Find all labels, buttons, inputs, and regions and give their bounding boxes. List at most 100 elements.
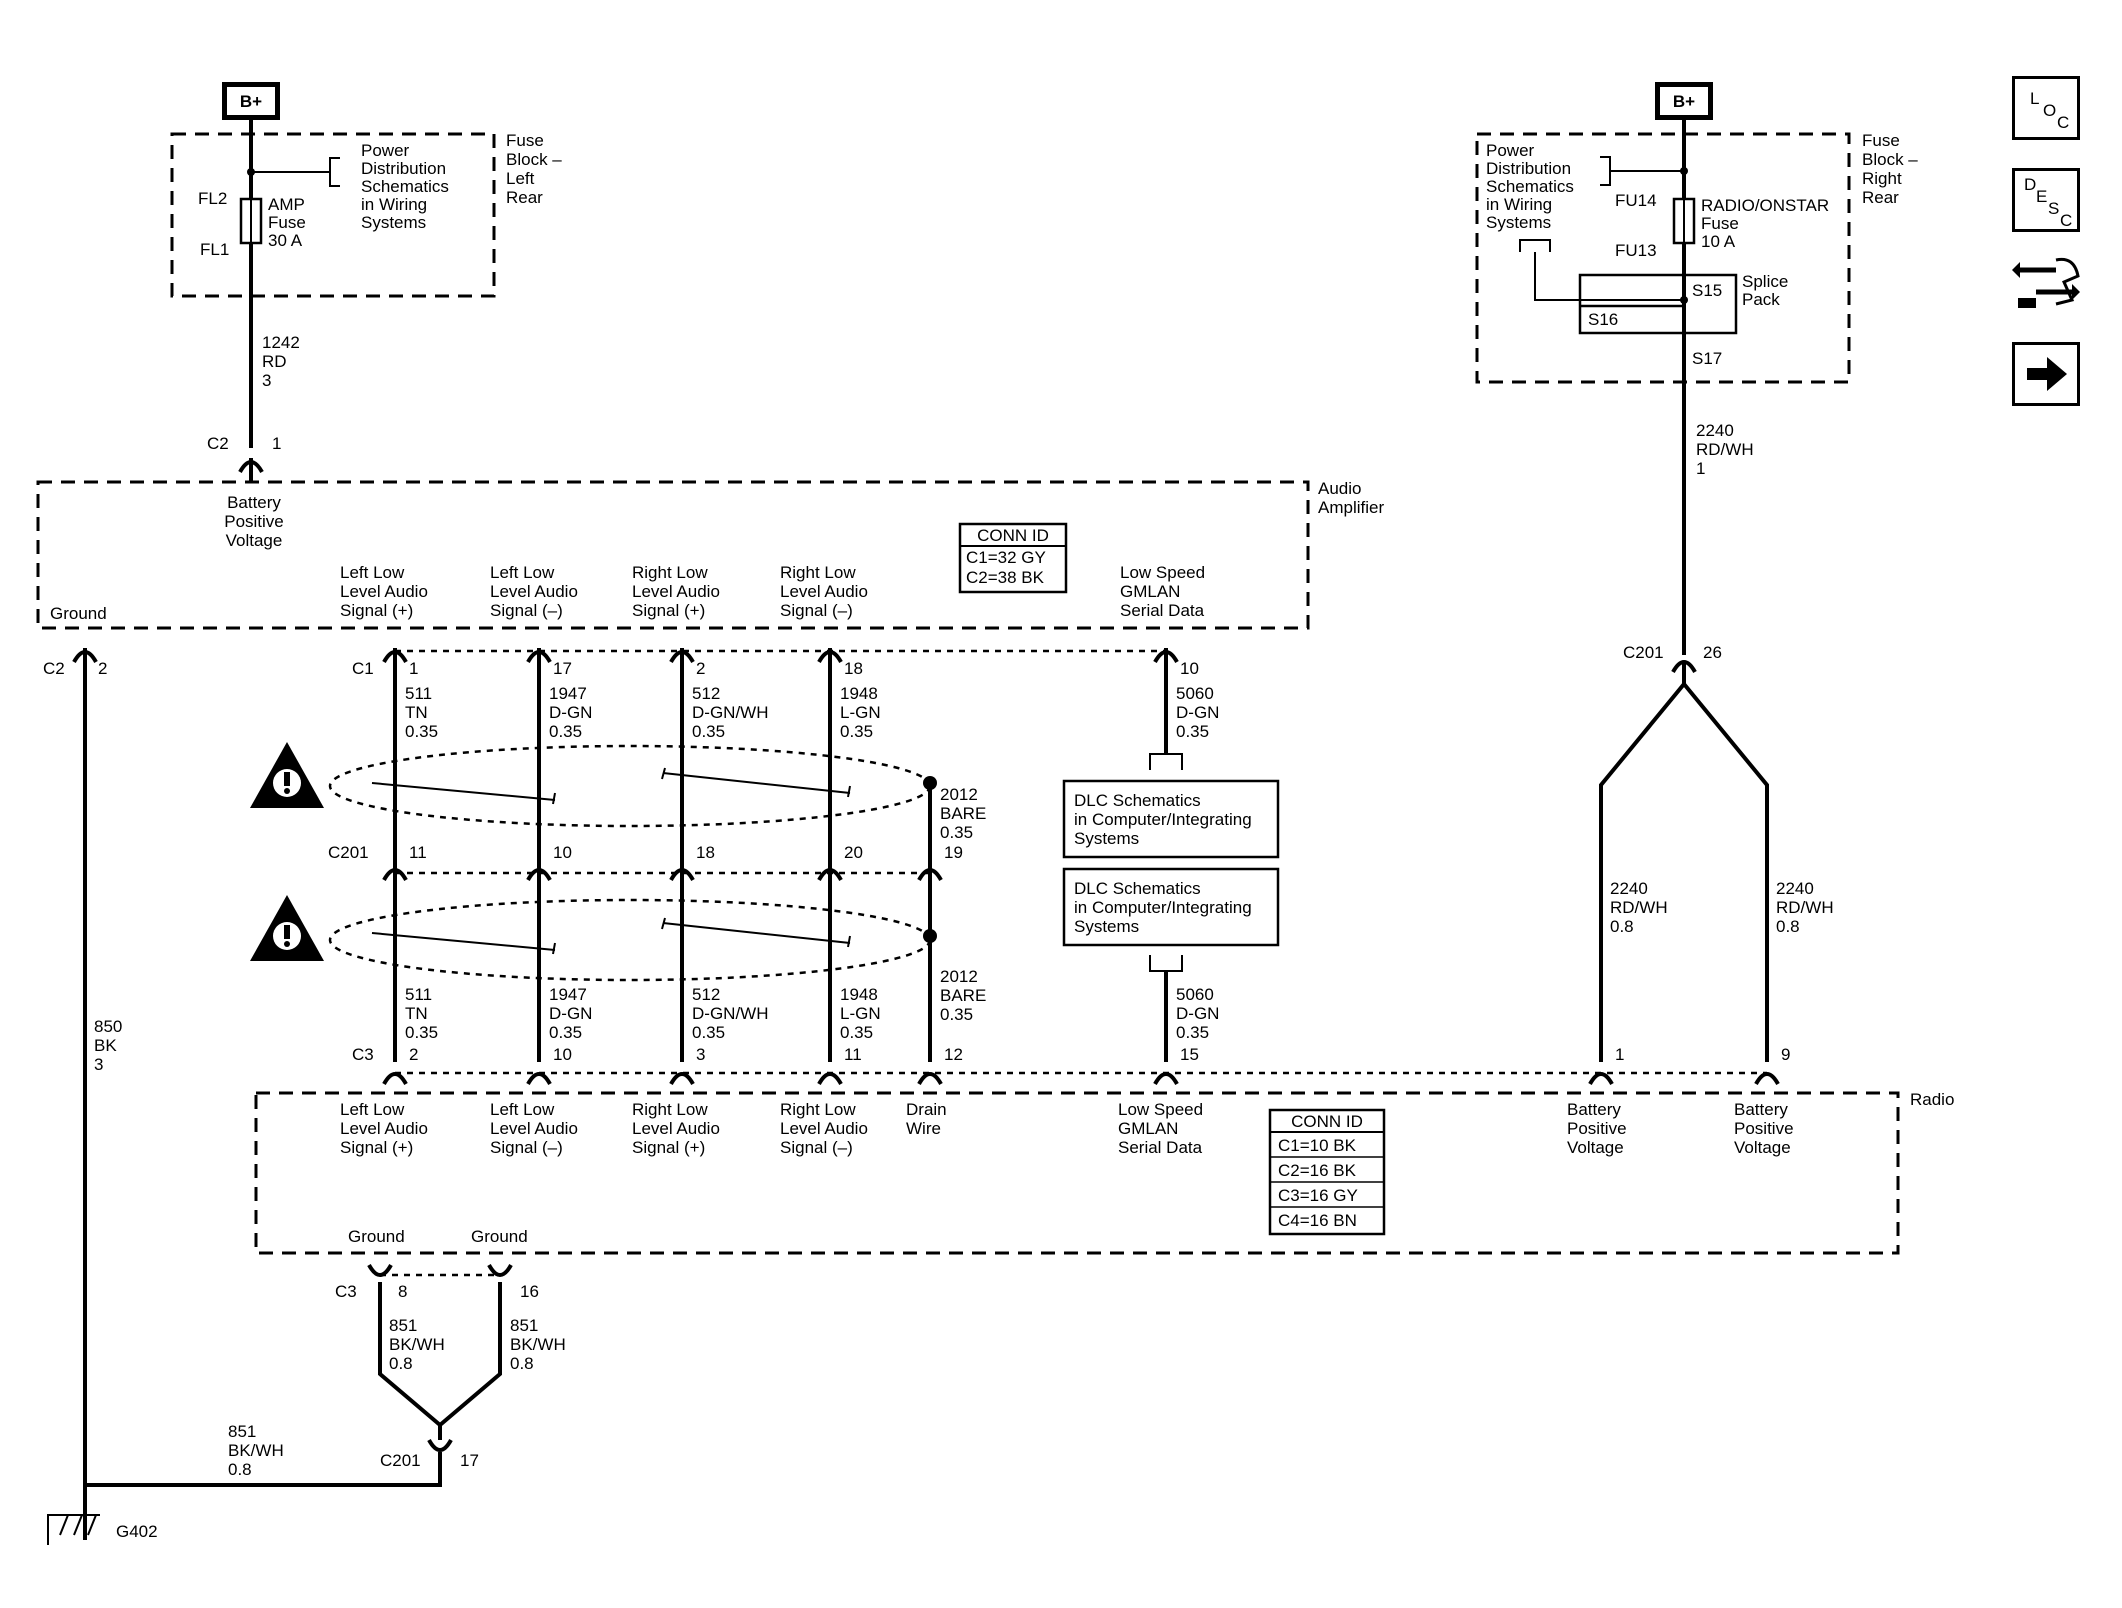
ground-g402-symbol [47, 1485, 100, 1545]
svg-text:Right Low: Right Low [780, 563, 856, 582]
upper-wire-label-right-plus: 512 [692, 684, 720, 703]
dlc-box-upper: DLC Schematics in Computer/Integrating S… [1062, 779, 1280, 859]
svg-text:Signal (–): Signal (–) [490, 1138, 563, 1157]
upper-wire-label-gmlan: D-GN [1176, 703, 1219, 722]
amp-ground-c2-label: C2 [43, 659, 65, 678]
amp-pin-left-plus: 1 [409, 659, 418, 678]
radio-conn-id-table: CONN ID C1=10 BK C2=16 BK C3=16 GY C4=16… [1268, 1108, 1386, 1236]
upper-wire-label-left-minus: 0.35 [549, 722, 582, 741]
svg-text:Rear: Rear [1862, 188, 1899, 207]
lower-wire-label-right-plus: 0.35 [692, 1023, 725, 1042]
radio-pin-6: 1 [1615, 1045, 1624, 1064]
svg-text:in Wiring: in Wiring [361, 195, 427, 214]
svg-text:S16: S16 [1588, 310, 1618, 329]
fuse-block-left-title: Fuse Block – Left Rear [506, 131, 562, 207]
caution-icon-upper [250, 742, 324, 808]
radio-outline [254, 1091, 1900, 1255]
fuse-block-left-outline [170, 132, 496, 298]
svg-text:Battery: Battery [1734, 1100, 1788, 1119]
lower-wire-label-left-plus: TN [405, 1004, 428, 1023]
dlc-connector-lower [1149, 955, 1183, 1062]
connector-end-view-icon[interactable] [2012, 248, 2080, 312]
svg-text:Left Low: Left Low [490, 1100, 555, 1119]
shield-lower [328, 898, 937, 982]
fuse-block-right-pds-label: Power Distribution Schematics in Wiring … [1486, 141, 1574, 232]
fuse-block-left-pds-label: Power Distribution Schematics in Wiring … [361, 141, 449, 232]
wire-1242-label: 1242 RD 3 [262, 333, 300, 390]
desc-button[interactable]: D E S C [2012, 168, 2080, 232]
b-plus-left-label: B+ [240, 92, 262, 111]
radio-c3-label: C3 [352, 1045, 374, 1064]
svg-text:2012: 2012 [940, 785, 978, 804]
svg-text:GMLAN: GMLAN [1118, 1119, 1178, 1138]
amp-pin-right-minus: 18 [844, 659, 863, 678]
radio-ground-c3-label: C3 [335, 1282, 357, 1301]
svg-text:Voltage: Voltage [1734, 1138, 1791, 1157]
c201-mid-pin-left-plus: 11 [409, 843, 427, 862]
drain-upper-label: 2012 BARE 0.35 [940, 785, 986, 842]
svg-text:BK/WH: BK/WH [228, 1441, 284, 1460]
svg-text:BARE: BARE [940, 804, 986, 823]
radio-pin-0: 2 [409, 1045, 418, 1064]
fuse-block-right-outline [1475, 132, 1851, 384]
svg-text:0.35: 0.35 [940, 1005, 973, 1024]
loc-button[interactable]: L O C [2012, 76, 2080, 140]
wire-851-bottom-label: 851 BK/WH 0.8 [228, 1422, 284, 1479]
svg-text:Distribution: Distribution [361, 159, 446, 178]
upper-wire-label-right-plus: 0.35 [692, 722, 725, 741]
svg-text:Level Audio: Level Audio [490, 582, 578, 601]
svg-text:0.8: 0.8 [510, 1354, 534, 1373]
svg-text:Right Low: Right Low [632, 1100, 708, 1119]
svg-text:AMP: AMP [268, 195, 305, 214]
svg-text:Signal (–): Signal (–) [490, 601, 563, 620]
svg-text:Systems: Systems [1074, 829, 1139, 848]
lower-wire-label-left-minus: 0.35 [549, 1023, 582, 1042]
amp-battery-positive-label: Battery Positive Voltage [224, 493, 284, 550]
wire-850-label: 850 BK 3 [94, 1017, 122, 1074]
radio-ground-label-1: Ground [348, 1227, 405, 1246]
svg-text:CONN ID: CONN ID [1291, 1112, 1363, 1131]
svg-text:1242: 1242 [262, 333, 300, 352]
svg-text:Level Audio: Level Audio [780, 1119, 868, 1138]
wire-2240-top-label: 2240 RD/WH 1 [1696, 421, 1754, 478]
svg-text:Signal (+): Signal (+) [632, 601, 705, 620]
fu13-label: FU13 [1615, 241, 1657, 260]
amp-pin-gmlan: 10 [1180, 659, 1199, 678]
c201-mid-pin-left-minus: 10 [553, 843, 572, 862]
amp-batt-pin: 1 [272, 434, 281, 453]
drain-lower-label: 2012 BARE 0.35 [940, 967, 986, 1024]
svg-text:Drain: Drain [906, 1100, 947, 1119]
c201-mid-pin-drain: 19 [944, 843, 963, 862]
svg-text:Signal (+): Signal (+) [340, 601, 413, 620]
svg-text:Low Speed: Low Speed [1118, 1100, 1203, 1119]
svg-text:Fuse: Fuse [1701, 214, 1739, 233]
svg-text:Pack: Pack [1742, 290, 1780, 309]
svg-text:C1=10 BK: C1=10 BK [1278, 1136, 1357, 1155]
svg-text:2012: 2012 [940, 967, 978, 986]
radio-ground-pin-8: 8 [398, 1282, 407, 1301]
svg-text:Voltage: Voltage [1567, 1138, 1624, 1157]
svg-text:Schematics: Schematics [361, 177, 449, 196]
ground-g402-label: G402 [116, 1522, 158, 1541]
upper-wire-label-right-minus: 0.35 [840, 722, 873, 741]
svg-text:30 A: 30 A [268, 231, 303, 250]
lower-wire-label-right-minus: 1948 [840, 985, 878, 1004]
svg-text:0.8: 0.8 [1610, 917, 1634, 936]
radio-pin-5: 15 [1180, 1045, 1199, 1064]
c201-mid-pin-right-minus: 20 [844, 843, 863, 862]
next-page-arrow-icon[interactable] [2012, 342, 2080, 406]
svg-text:Systems: Systems [361, 213, 426, 232]
svg-text:Block –: Block – [1862, 150, 1918, 169]
lower-wire-label-left-minus: D-GN [549, 1004, 592, 1023]
svg-text:Battery: Battery [227, 493, 281, 512]
amp-ground-pin: 2 [98, 659, 107, 678]
svg-text:C4=16 BN: C4=16 BN [1278, 1211, 1357, 1230]
fuse-block-right-title: Fuse Block – Right Rear [1862, 131, 1918, 207]
svg-text:RD: RD [262, 352, 287, 371]
radio-title: Radio [1910, 1090, 1954, 1109]
svg-text:Level Audio: Level Audio [490, 1119, 578, 1138]
svg-text:C2=38 BK: C2=38 BK [966, 568, 1045, 587]
svg-text:Positive: Positive [224, 512, 284, 531]
